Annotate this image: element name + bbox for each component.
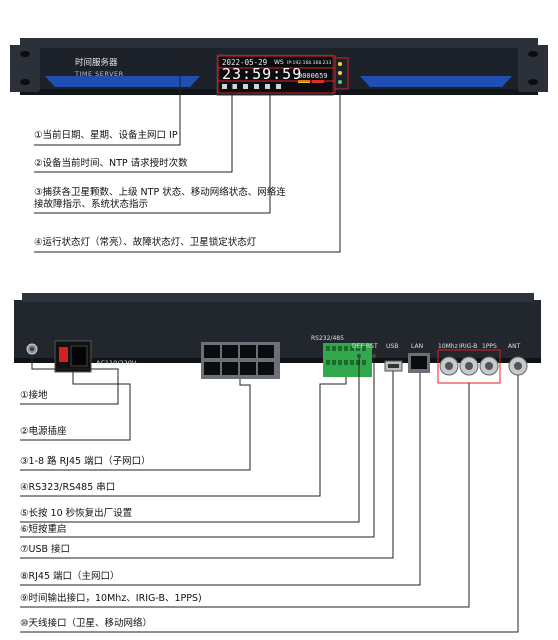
callout-front-3: ③捕获各卫星颗数、上级 NTP 状态、移动网络状态、网络连接故障指示、系统状态指… (34, 187, 286, 210)
ear-hole (528, 79, 538, 85)
callout-rear-4: ④RS323/RS485 串口 (20, 482, 116, 493)
run-led (338, 62, 342, 66)
irigb-label: IRIG-B (459, 343, 478, 350)
display-ntp-count: 0000659 (298, 72, 328, 80)
ear-hole (528, 51, 538, 57)
brand-cn: 时间服务器 (75, 58, 118, 68)
lan-label: LAN (411, 343, 424, 350)
callout-rear-7: ⑦USB 接口 (20, 544, 71, 555)
callout-rear-5: ⑤长按 10 秒恢复出厂设置 (20, 508, 133, 519)
power-label: AC110/220V (96, 359, 137, 367)
bnc-connectors (439, 356, 499, 376)
right-rack-ear (518, 45, 548, 92)
callout-rear-10: ⑩天线接口（卫星、移动网络） (20, 618, 153, 629)
highlight-box-leds (334, 57, 349, 90)
usb-label: USB (386, 343, 399, 350)
ant-label: ANT (508, 343, 521, 350)
left-rack-ear (10, 45, 40, 92)
tenmhz-label: 10Mhz (438, 343, 458, 350)
status-icons (222, 84, 281, 89)
rear-panel (14, 293, 541, 384)
def-button (357, 354, 361, 358)
front-panel (10, 38, 548, 96)
serial-terminal-block (323, 343, 372, 377)
callout-rear-1: ①接地 (20, 390, 48, 401)
pps-label: 1PPS (482, 343, 497, 350)
ear-hole (20, 51, 30, 57)
display-date: 2022-05-29 (222, 58, 268, 67)
callout-front-4: ④运行状态灯（常亮）、故障状态灯、卫星锁定状态灯 (34, 237, 257, 248)
rear-leader-lines (20, 355, 519, 633)
rst-button (372, 354, 376, 358)
blue-accent-left (45, 76, 200, 87)
fault-led (338, 71, 342, 75)
display-ip: IP:192.168.168.233 (287, 61, 332, 66)
callout-rear-3: ③1-8 路 RJ45 端口（子网口） (20, 456, 151, 467)
ear-hole (20, 79, 30, 85)
callout-rear-2: ②电源插座 (20, 426, 67, 437)
def-label: DEF (352, 343, 364, 350)
front-leader-lines (34, 61, 341, 253)
callout-front-1: ①当前日期、星期、设备主网口 IP (34, 130, 178, 141)
sat-lock-led (338, 80, 342, 84)
callout-rear-6: ⑥短按重启 (20, 524, 67, 535)
iec-inlet (70, 345, 88, 367)
callout-rear-9: ⑨时间输出接口，10Mhz、IRIG-B、1PPS) (20, 593, 202, 604)
serial-label: RS232/485 (311, 335, 344, 342)
rj45-port-group (201, 342, 280, 379)
display-week: WS (274, 59, 284, 66)
rst-label: RST (366, 343, 378, 350)
power-switch (59, 347, 68, 362)
display-time: 23:59:59 (222, 65, 303, 83)
blue-accent-right (360, 76, 512, 87)
callout-rear-8: ⑧RJ45 端口（主网口） (20, 571, 120, 582)
callout-front-2: ②设备当前时间、NTP 请求授时次数 (34, 158, 188, 169)
brand-en: TIME SERVER (75, 70, 124, 78)
